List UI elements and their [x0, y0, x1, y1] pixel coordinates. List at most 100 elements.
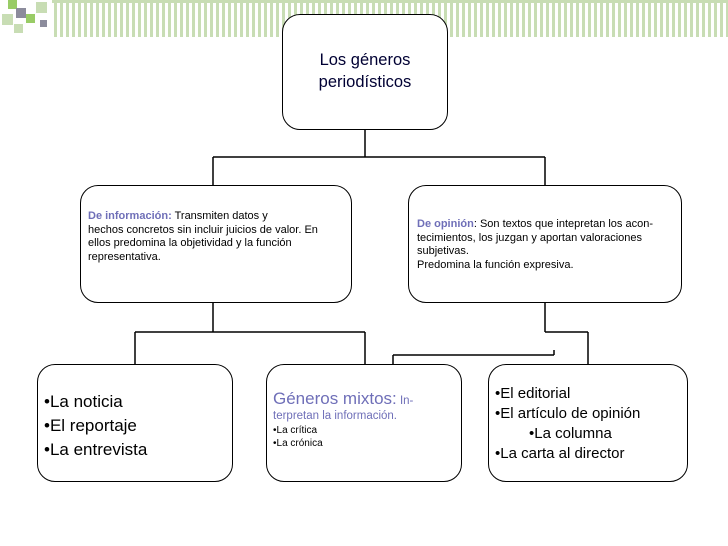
list-item: •La columna	[529, 425, 612, 442]
header-stripe	[678, 3, 681, 37]
header-stripe	[150, 3, 153, 37]
header-stripe	[546, 3, 549, 37]
informacion-keyword: De información:	[88, 210, 172, 222]
header-stripe	[636, 3, 639, 37]
mixtos-desc-cont: terpretan la información.	[273, 410, 398, 422]
header-stripe	[252, 3, 255, 37]
informativos-list-node: •La noticia •El reportaje •La entrevista	[37, 364, 233, 482]
header-stripe	[702, 3, 705, 37]
header-stripe	[264, 3, 267, 37]
header-stripe	[120, 3, 123, 37]
header-stripe	[660, 3, 663, 37]
mixtos-heading: Géneros mixtos:	[273, 389, 397, 408]
opinion-keyword: De opinión	[417, 218, 474, 230]
header-stripe	[102, 3, 105, 37]
header-stripe	[708, 3, 711, 37]
header-stripe	[630, 3, 633, 37]
header-stripe	[240, 3, 243, 37]
list-item: •El editorial	[495, 385, 571, 402]
informacion-text-3: representativa.	[88, 250, 161, 263]
mixtos-first-line: Géneros mixtos: In-	[273, 389, 461, 409]
list-item: •El artículo de opinión	[495, 405, 641, 422]
informacion-text-2: ellos predomina la objetividad y la func…	[88, 237, 292, 249]
list-item: •La noticia	[44, 392, 123, 411]
header-stripe	[132, 3, 135, 37]
header-stripe	[528, 3, 531, 37]
header-stripe	[612, 3, 615, 37]
header-stripe	[66, 3, 69, 37]
opinion-list-node: •El editorial •El artículo de opinión •L…	[488, 364, 688, 482]
root-node: Los géneros periodísticos	[282, 14, 448, 130]
header-stripe	[510, 3, 513, 37]
header-stripe	[258, 3, 261, 37]
header-stripe	[84, 3, 87, 37]
root-title-line-1: Los géneros	[319, 51, 411, 69]
opinion-text-3: Predomina la función expresiva.	[417, 258, 574, 271]
header-stripe	[600, 3, 603, 37]
informacion-node: De información: Transmiten datos y hecho…	[80, 185, 352, 303]
header-stripe	[60, 3, 63, 37]
header-stripe	[690, 3, 693, 37]
header-stripe	[204, 3, 207, 37]
opinion-text-0: : Son textos que intepretan los acon-	[473, 218, 653, 230]
header-stripe	[450, 3, 453, 37]
header-stripe	[618, 3, 621, 37]
header-stripe	[216, 3, 219, 37]
header-stripe	[126, 3, 129, 37]
header-stripe	[582, 3, 585, 37]
opinion-first-line: De opinión: Son textos que intepretan lo…	[417, 218, 675, 232]
header-stripe	[522, 3, 525, 37]
header-stripe	[78, 3, 81, 37]
root-title-line-2: periodísticos	[318, 73, 412, 91]
informacion-first-line: De información: Transmiten datos y	[88, 210, 345, 224]
header-stripe	[174, 3, 177, 37]
header-stripe	[720, 3, 723, 37]
header-stripe	[594, 3, 597, 37]
header-stripe	[276, 3, 279, 37]
header-stripe	[588, 3, 591, 37]
mixtos-node: Géneros mixtos: In- terpretan la informa…	[266, 364, 462, 482]
header-stripe	[504, 3, 507, 37]
header-stripe	[180, 3, 183, 37]
mixtos-desc-start: In-	[396, 395, 414, 407]
header-stripe	[96, 3, 99, 37]
list-item: •La crónica	[273, 438, 323, 449]
header-stripe	[492, 3, 495, 37]
header-stripe	[168, 3, 171, 37]
informacion-text-1: hechos concretos sin incluir juicios de …	[88, 223, 318, 236]
header-stripe	[648, 3, 651, 37]
header-stripe	[606, 3, 609, 37]
header-stripe	[246, 3, 249, 37]
header-stripe	[270, 3, 273, 37]
list-item: •La crítica	[273, 425, 318, 436]
header-stripe	[210, 3, 213, 37]
header-stripe	[54, 3, 57, 37]
header-stripe	[576, 3, 579, 37]
header-stripe	[228, 3, 231, 37]
opinion-node: De opinión: Son textos que intepretan lo…	[408, 185, 682, 303]
header-stripe	[564, 3, 567, 37]
header-stripe	[498, 3, 501, 37]
header-stripe	[72, 3, 75, 37]
list-item: •La entrevista	[44, 440, 148, 459]
header-stripe	[456, 3, 459, 37]
header-stripe	[486, 3, 489, 37]
header-stripe	[642, 3, 645, 37]
header-stripe	[282, 3, 285, 37]
header-stripe	[714, 3, 717, 37]
header-stripe	[570, 3, 573, 37]
header-stripe	[474, 3, 477, 37]
header-stripe	[666, 3, 669, 37]
header-stripe	[726, 3, 728, 37]
header-stripe	[192, 3, 195, 37]
header-stripe	[234, 3, 237, 37]
header-stripe	[186, 3, 189, 37]
informacion-text-0: Transmiten datos y	[171, 210, 268, 222]
header-stripe	[144, 3, 147, 37]
header-stripe	[198, 3, 201, 37]
header-stripe	[156, 3, 159, 37]
header-stripe	[654, 3, 657, 37]
header-stripe	[108, 3, 111, 37]
header-stripe	[162, 3, 165, 37]
header-stripe	[558, 3, 561, 37]
